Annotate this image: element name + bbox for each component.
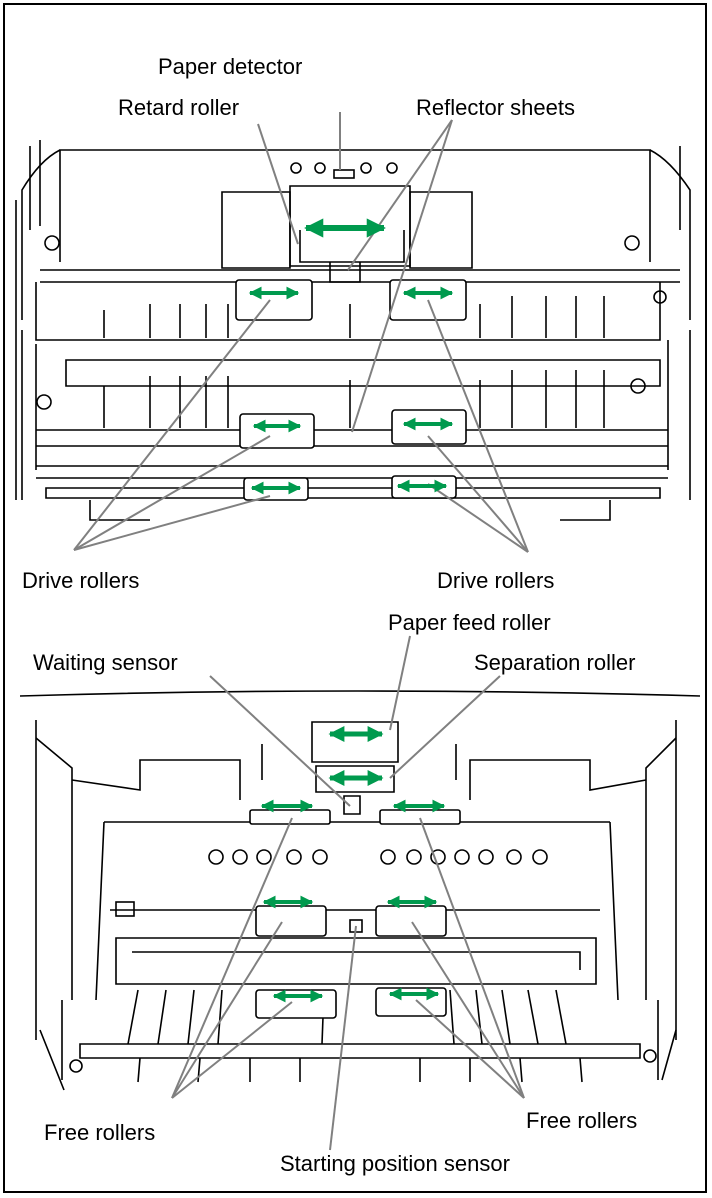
upper-unit-illustration — [15, 140, 691, 521]
label-drive-rollers-right: Drive rollers — [437, 568, 555, 593]
label-starting-position-sensor: Starting position sensor — [280, 1151, 510, 1176]
upper-rib-lines — [103, 296, 605, 428]
figure-frame — [3, 3, 707, 1193]
label-free-rollers-left: Free rollers — [44, 1120, 156, 1145]
label-retard-roller: Retard roller — [118, 95, 240, 120]
label-free-rollers-right: Free rollers — [526, 1108, 638, 1133]
label-paper-feed-roller: Paper feed roller — [388, 610, 551, 635]
movement-arrows — [248, 218, 454, 1003]
upper-roller-holders — [235, 279, 467, 501]
label-drive-rollers-left: Drive rollers — [22, 568, 140, 593]
label-reflector-sheets: Reflector sheets — [416, 95, 575, 120]
label-separation-roller: Separation roller — [474, 650, 636, 675]
lower-unit-illustration — [19, 690, 701, 1091]
label-waiting-sensor: Waiting sensor — [33, 650, 178, 675]
label-paper-detector: Paper detector — [158, 54, 303, 79]
leader-lines — [73, 112, 529, 1151]
